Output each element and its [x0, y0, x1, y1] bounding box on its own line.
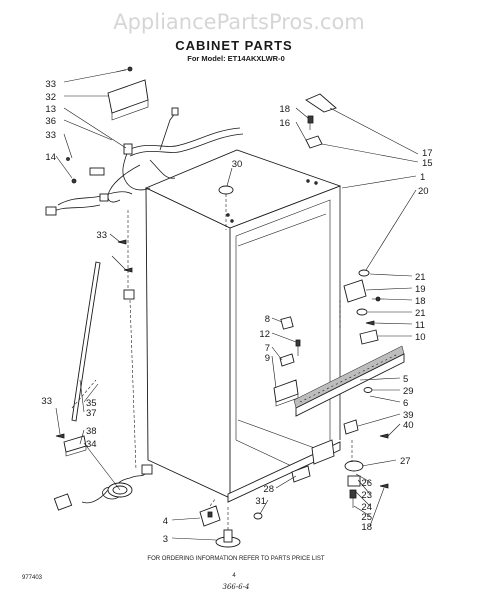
callout-31: 31: [255, 496, 266, 507]
leveler-bracket: [199, 505, 221, 527]
center-hinge-assembly: [343, 269, 384, 316]
top-bracket: [107, 66, 149, 121]
handwritten-code: 366-6-4: [223, 583, 250, 591]
callout-20: 20: [418, 186, 429, 197]
callout-6: 6: [403, 398, 408, 409]
trim-strip: [71, 261, 101, 422]
watermark: AppliancePartsPros.com: [113, 10, 365, 34]
callout-36: 36: [45, 116, 56, 127]
callout-32: 32: [45, 92, 56, 103]
model-subtitle: For Model: ET14AKXLWR-0: [187, 54, 285, 63]
bottom-left-bracket: [63, 435, 87, 457]
bracket-large: [273, 379, 299, 407]
top-hinge: [305, 93, 337, 113]
callout-9: 9: [265, 353, 270, 364]
callout-37: 37: [86, 408, 97, 419]
callout-17: 17: [422, 148, 433, 159]
screw-small: [295, 339, 301, 356]
bottom-bracket: [291, 465, 311, 483]
callout-25: 25: [361, 512, 372, 523]
hinge-shim: [305, 135, 323, 149]
cabinet-shell: [144, 149, 342, 503]
bottom-hinge: [311, 439, 335, 465]
callout-26: 26: [361, 478, 372, 489]
callout-39: 39: [403, 410, 414, 421]
callout-21: 21: [415, 308, 426, 319]
screw: [365, 320, 375, 326]
callout-23: 23: [361, 490, 372, 501]
screw-40: [379, 433, 389, 439]
callout-8: 8: [265, 314, 270, 325]
callout-33: 33: [45, 130, 56, 141]
callout-35: 35: [86, 398, 97, 409]
callout-38: 38: [86, 426, 97, 437]
callout-40: 40: [403, 420, 414, 431]
leveling-assembly: [344, 460, 389, 508]
callout-29: 29: [403, 386, 414, 397]
callout-28: 28: [263, 484, 274, 495]
block: [280, 316, 294, 330]
callout-1: 1: [420, 172, 425, 183]
callout-33: 33: [96, 230, 107, 241]
callout-24: 24: [361, 502, 372, 513]
callout-27: 27: [400, 456, 411, 467]
wiring-harness: [107, 107, 244, 203]
terminal-block: [45, 157, 133, 216]
callout-4: 4: [163, 516, 168, 527]
callout-14: 14: [45, 152, 56, 163]
callout-33: 33: [41, 396, 52, 407]
callout-18: 18: [279, 104, 290, 115]
callout-16: 16: [279, 118, 290, 129]
callout-30: 30: [232, 159, 243, 170]
page-title: CABINET PARTS: [175, 38, 292, 53]
hinge-screw: [307, 115, 314, 130]
spacer: [279, 353, 295, 367]
callout-11: 11: [415, 320, 425, 331]
leveler-foot: [215, 529, 241, 548]
callout-10: 10: [415, 332, 426, 343]
callout-21: 21: [415, 272, 426, 283]
ordering-note: FOR ORDERING INFORMATION REFER TO PARTS …: [147, 556, 324, 562]
callout-15: 15: [422, 158, 433, 169]
callout-18: 18: [361, 522, 372, 533]
end-cap: [343, 419, 359, 435]
callout-13: 13: [45, 104, 56, 115]
callout-7: 7: [265, 343, 270, 354]
washer: [363, 387, 373, 393]
page-number: 4: [232, 573, 236, 579]
callout-5: 5: [403, 374, 408, 385]
doc-number: 977403: [22, 575, 43, 581]
callout-34: 34: [86, 439, 97, 450]
callout-18: 18: [415, 296, 426, 307]
callout-3: 3: [163, 534, 168, 545]
power-cord: [53, 464, 153, 511]
callout-33: 33: [45, 79, 56, 90]
clip: [123, 289, 135, 300]
bottom-plug: [253, 512, 263, 520]
long-rail: [293, 345, 405, 417]
callout-labels: 33 32 13 36 33 14 33 30 18 16 17 15 1 20…: [41, 79, 432, 545]
plug-button: [218, 185, 234, 195]
callout-12: 12: [259, 329, 270, 340]
leader-lines: [55, 69, 419, 541]
mount-bracket: [359, 329, 379, 345]
callout-19: 19: [415, 284, 426, 295]
